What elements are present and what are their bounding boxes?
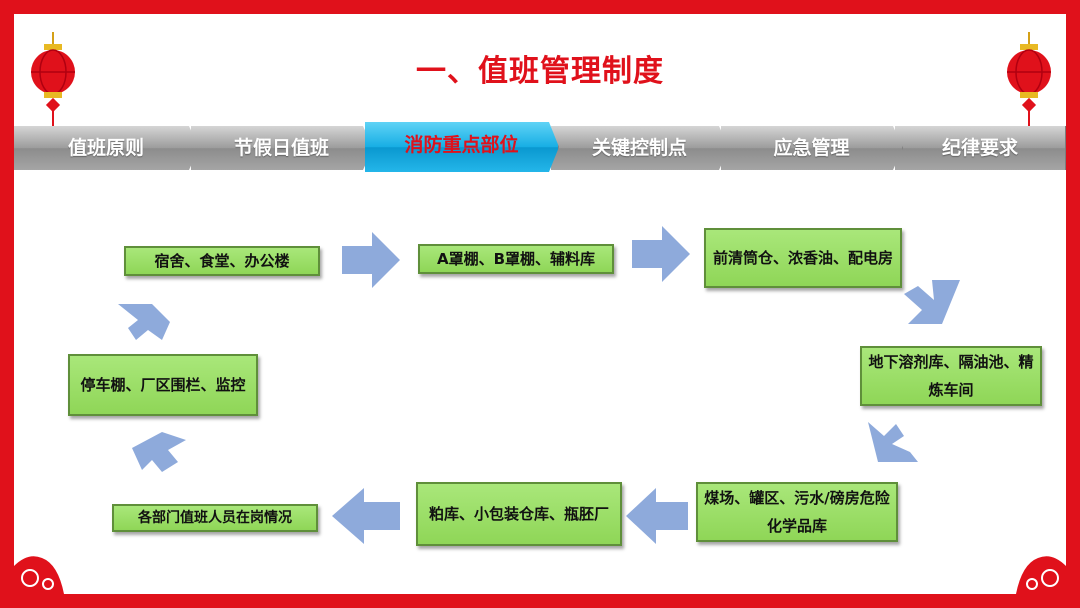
arrow-up-left-icon: [132, 432, 186, 472]
arrow-left-2-icon: [332, 488, 400, 544]
box-staff-on-duty: 各部门值班人员在岗情况: [112, 504, 318, 532]
box-dorm-canteen-office: 宿舍、食堂、办公楼: [124, 246, 320, 276]
slide: 一、值班管理制度 值班原则 节假日值班 消防重点部位 关键控制点 应急管理 纪律…: [14, 14, 1066, 594]
right-lantern-icon: [1007, 32, 1051, 126]
box-sheds-auxiliary: A罩棚、B罩棚、辅料库: [418, 244, 614, 274]
box-coal-tank-chemicals: 煤场、罐区、污水/磅房危险化学品库: [696, 482, 898, 542]
arrow-left-1-icon: [626, 488, 688, 544]
bottom-right-ornament-icon: [1016, 556, 1066, 594]
tab-bar: 值班原则 节假日值班 消防重点部位 关键控制点 应急管理 纪律要求: [14, 126, 1066, 170]
tab-duty-principles[interactable]: 值班原则: [14, 126, 199, 170]
tab-fire-key-areas[interactable]: 消防重点部位: [365, 122, 559, 172]
arrow-down-right-icon: [904, 280, 960, 324]
box-parking-fence-monitor: 停车棚、厂区围栏、监控: [68, 354, 258, 416]
box-meal-packaging: 粕库、小包装仓库、瓶胚厂: [416, 482, 622, 546]
left-lantern-icon: [31, 32, 75, 126]
box-silo-oil-power: 前清筒仓、浓香油、配电房: [704, 228, 902, 288]
tab-key-control-points[interactable]: 关键控制点: [551, 126, 729, 170]
arrow-down-left-icon: [868, 422, 918, 462]
page-title: 一、值班管理制度: [416, 54, 664, 89]
box-solvent-refinery: 地下溶剂库、隔油池、精炼车间: [860, 346, 1042, 406]
arrow-up-icon: [118, 304, 170, 340]
bottom-left-ornament-icon: [14, 556, 64, 594]
arrow-right-1-icon: [342, 232, 400, 288]
arrow-right-2-icon: [632, 226, 690, 282]
tab-emergency-management[interactable]: 应急管理: [721, 126, 903, 170]
tab-holiday-duty[interactable]: 节假日值班: [191, 126, 373, 170]
tab-discipline-requirements[interactable]: 纪律要求: [895, 126, 1066, 170]
